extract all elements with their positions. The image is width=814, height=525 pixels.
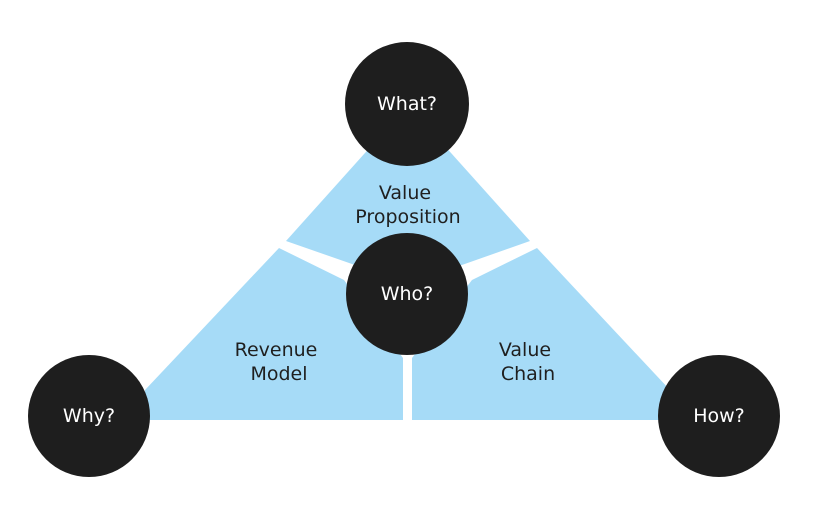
node-center-label: Who?	[381, 283, 434, 305]
node-top-label: What?	[377, 93, 437, 115]
node-right-label: How?	[693, 405, 745, 427]
segment-top-label-line1: Value	[379, 182, 431, 204]
segment-left-label-line2: Model	[250, 363, 307, 385]
segment-left-label-line1: Revenue	[235, 339, 318, 361]
node-top-circle	[345, 42, 469, 166]
segment-left-label: Revenue Model	[235, 339, 324, 385]
segment-right	[412, 248, 670, 420]
segment-top-label: Value Proposition	[355, 182, 460, 228]
segment-right-label-line2: Chain	[501, 363, 555, 385]
segment-top	[286, 105, 530, 272]
node-left: Why?	[28, 355, 150, 477]
node-left-circle	[28, 355, 150, 477]
node-left-label: Why?	[63, 405, 115, 427]
node-center-circle	[346, 233, 468, 355]
node-right-circle	[658, 355, 780, 477]
segment-right-label: Value Chain	[499, 339, 557, 385]
node-right: How?	[658, 355, 780, 477]
node-center: Who?	[346, 233, 468, 355]
segment-right-label-line1: Value	[499, 339, 551, 361]
node-top: What?	[345, 42, 469, 166]
segment-top-label-line2: Proposition	[355, 206, 460, 228]
segment-left	[145, 248, 403, 420]
